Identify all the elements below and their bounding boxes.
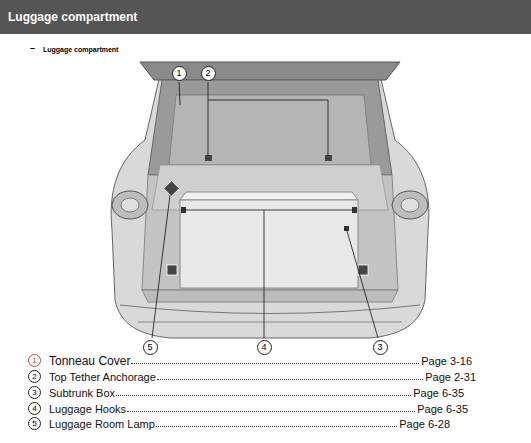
index-row: 2 Top Tether Anchorage Page 2-31 xyxy=(28,369,476,384)
callout-number: 5 xyxy=(143,340,158,355)
dot-leader xyxy=(131,363,419,364)
page-ref: Page 6-35 xyxy=(417,403,468,415)
callout-text: 2 xyxy=(32,373,36,381)
callout-number: 2 xyxy=(28,370,41,383)
subheading: Luggage compartment xyxy=(43,46,118,53)
index-row: 1 Tonneau Cover Page 3-16 xyxy=(28,353,472,368)
callout-text: 4 xyxy=(261,343,266,352)
part-name: Luggage Hooks xyxy=(49,403,126,415)
page-ref: Page 6-28 xyxy=(399,418,450,430)
callout-number: 5 xyxy=(28,417,41,430)
dot-leader xyxy=(127,411,415,412)
part-name: Tonneau Cover xyxy=(49,354,130,368)
page-ref: Page 2-31 xyxy=(425,371,476,383)
callout-text: 2 xyxy=(205,69,210,78)
dot-leader xyxy=(157,379,423,380)
dot-leader xyxy=(116,395,411,396)
callout-text: 3 xyxy=(377,343,382,352)
callout-text: 1 xyxy=(32,357,36,365)
dash-mark: – xyxy=(30,43,35,53)
dot-leader xyxy=(156,426,397,427)
callout-number: 3 xyxy=(28,386,41,399)
page-ref: Page 3-16 xyxy=(421,355,472,367)
callout-number: 4 xyxy=(28,402,41,415)
page-ref: Page 6-35 xyxy=(413,387,464,399)
callout-text: 5 xyxy=(32,420,36,428)
callout-number: 3 xyxy=(373,340,388,355)
header-title: Luggage compartment xyxy=(8,10,137,24)
callout-text: 1 xyxy=(176,69,181,78)
callout-text: 3 xyxy=(32,389,36,397)
callout-number: 1 xyxy=(28,354,41,367)
callout-number: 2 xyxy=(201,66,216,81)
index-row: 4 Luggage Hooks Page 6-35 xyxy=(28,401,468,416)
index-row: 3 Subtrunk Box Page 6-35 xyxy=(28,385,464,400)
part-name: Subtrunk Box xyxy=(49,387,115,399)
callout-number: 1 xyxy=(172,66,187,81)
callout-number: 4 xyxy=(257,340,272,355)
callout-text: 5 xyxy=(147,343,152,352)
part-name: Top Tether Anchorage xyxy=(49,371,156,383)
part-name: Luggage Room Lamp xyxy=(49,418,155,430)
callout-text: 4 xyxy=(32,405,36,413)
index-row: 5 Luggage Room Lamp Page 6-28 xyxy=(28,416,450,431)
